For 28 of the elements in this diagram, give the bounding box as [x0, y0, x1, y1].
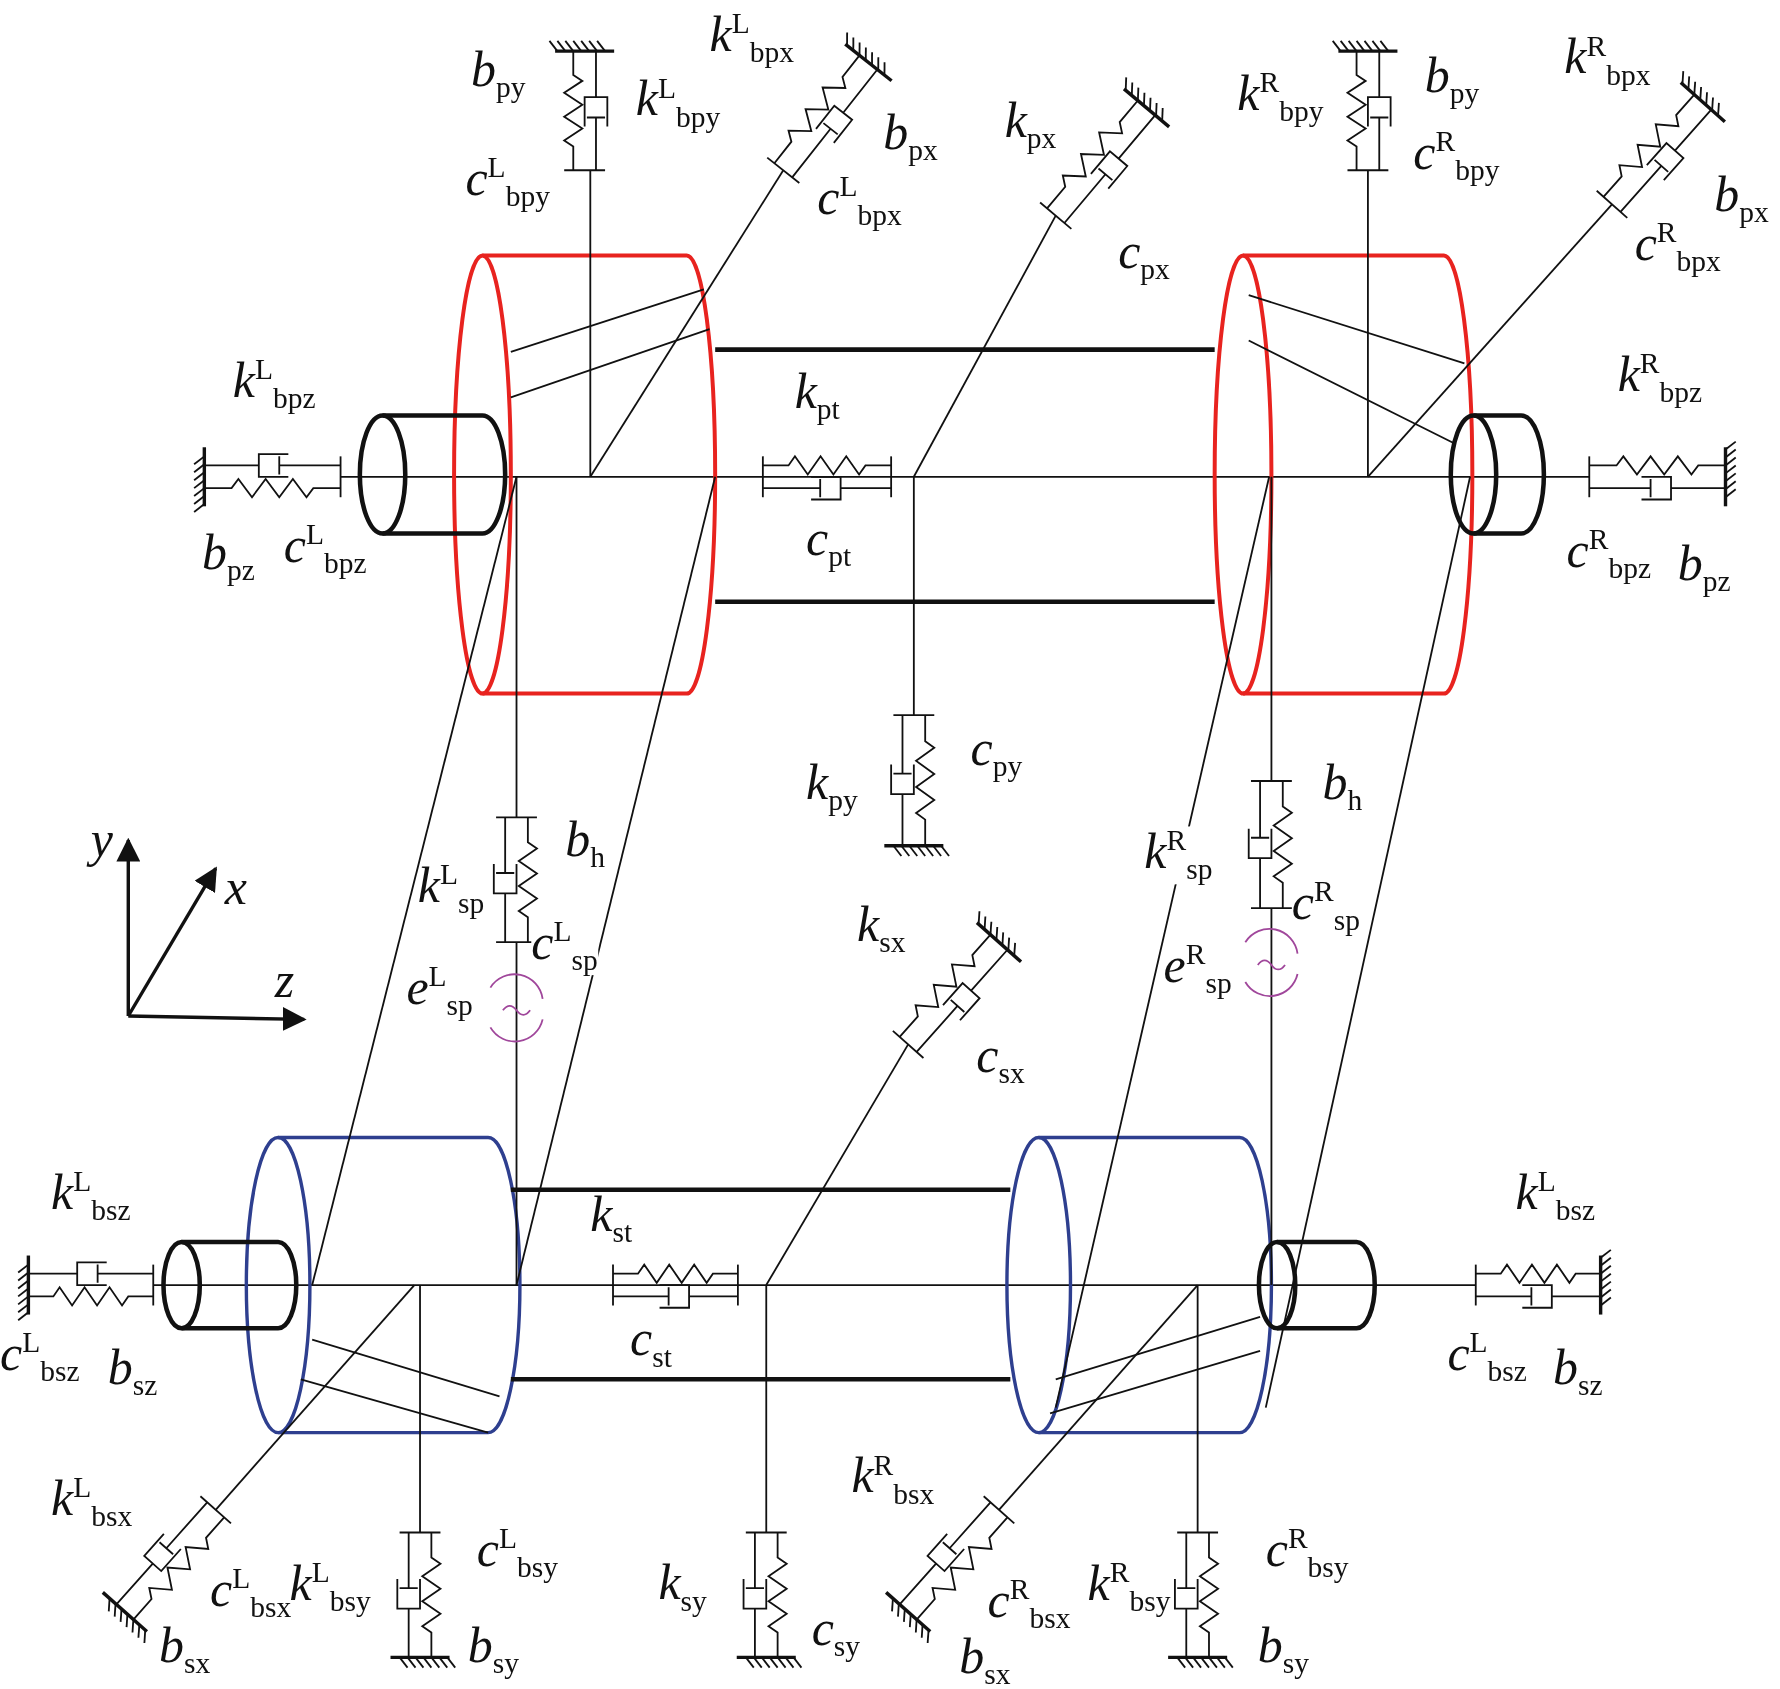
- parameter-label: b$_{h}$: [565, 815, 606, 873]
- parameter-label: b$_{py}$: [471, 45, 526, 104]
- parameter-label: b$_{sy}$: [467, 1621, 519, 1679]
- parameter-label: c$_{pt}$: [806, 514, 852, 572]
- parameter-label: b$_{sx}$: [959, 1632, 1011, 1689]
- parameter-label: c$_{py}$: [970, 724, 1023, 782]
- parameter-label: b$_{sy}$: [1257, 1621, 1310, 1679]
- parameter-label: b$_{sx}$: [158, 1621, 211, 1679]
- parameter-label: k$_{sy}$: [658, 1558, 707, 1617]
- parameter-label: k$_{sx}$: [857, 900, 906, 958]
- parameter-label: k$_{px}$: [1004, 96, 1057, 155]
- parameter-label: k$_{py}$: [806, 758, 858, 816]
- parameter-label: c$_{px}$: [1118, 227, 1170, 285]
- parameter-label: b$_{h}$: [1322, 758, 1363, 816]
- parameter-label: b$_{px}$: [1714, 170, 1769, 228]
- parameter-label: c$_{sy}$: [811, 1604, 861, 1662]
- axis-label: z: [274, 955, 295, 1006]
- parameter-label: c$_{st}$: [630, 1314, 672, 1373]
- parameter-label: b$_{py}$: [1424, 51, 1480, 109]
- parameter-label: c$_{sx}$: [976, 1030, 1025, 1089]
- parameter-label: b$_{px}$: [883, 107, 938, 166]
- parameter-label: b$_{sz}$: [1552, 1342, 1603, 1401]
- parameter-label: k$_{st}$: [590, 1189, 633, 1248]
- parameter-label: k$_{pt}$: [794, 366, 840, 425]
- parameter-label: b$_{sz}$: [107, 1342, 158, 1401]
- parameter-label: b$_{pz}$: [1677, 539, 1731, 597]
- axis-label: x: [224, 862, 247, 913]
- parameter-label: b$_{pz}$: [202, 527, 255, 586]
